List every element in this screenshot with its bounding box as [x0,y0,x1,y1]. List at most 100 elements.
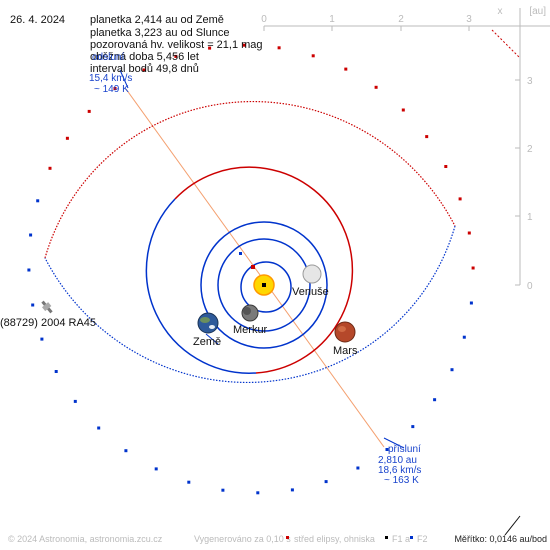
orbit-marker [113,87,117,90]
y-ticks [515,79,520,286]
legend-f2-swatch [410,536,413,539]
perihelion-pointer [383,437,405,449]
orbit-marker [174,54,178,58]
orbit-marker [54,370,58,373]
mars-planet [334,321,356,343]
scale: Měřítko: 0,0146 au/bod [454,534,547,544]
orbit-marker [290,488,294,492]
inner-marker [239,252,242,255]
mars-label: Mars [333,345,358,357]
x-axis-label: x [498,6,503,17]
perihelion-distance: 2,810 au [378,455,417,466]
generated-time: Vygenerováno za 0,10 s [194,534,291,544]
orbit-marker [324,480,328,484]
orbit-marker [142,68,146,72]
orbit-marker [154,467,158,471]
corner-line [504,515,521,536]
perihelion-speed: 18,6 km/s [378,465,421,476]
orbit-marker [97,426,101,430]
x-ticks [263,26,470,31]
orbit-marker [124,449,128,453]
orbit-marker [433,398,437,402]
venus-orbit [217,238,311,332]
orbit-marker [311,54,315,58]
perihelion-temperature: ~ 163 K [384,475,419,486]
orbit-marker [48,166,52,170]
x-tick-label: 3 [466,14,472,25]
copyright: © 2024 Astronomia, astronomia.zcu.cz [8,534,163,544]
y-tick-label: 3 [527,76,533,87]
venus-label: Venuše [292,286,329,298]
orbit-marker [40,337,44,341]
mercury-label: Merkur [233,324,268,336]
legend-center-swatch [286,536,289,539]
y-tick-label: 1 [527,212,533,223]
info-line: planetka 2,414 au od Země [90,14,224,26]
orbit-marker [221,488,225,492]
mars-orbit-blue [145,198,257,374]
x-tick-label: 1 [329,14,335,25]
asteroid-orbit-blue-segment [44,225,456,384]
orbit-marker [401,108,405,112]
aphelion-temperature: ~ 149 K [94,84,129,95]
mercury-orbit [240,261,292,313]
orbit-marker [242,43,246,47]
orbit-marker [385,448,389,451]
orbit-position-markers [27,43,475,495]
orbit-marker [462,335,466,339]
x-tick-label: 0 [261,14,267,25]
earth-orbit [200,221,328,349]
orbit-marker [469,301,473,305]
y-tick-label: 0 [527,281,533,292]
x-tick-label: 2 [398,14,404,25]
legend-f2: F2 [417,534,428,544]
orbit-marker [374,85,378,89]
legend-f1: F1 a [392,534,410,544]
orbit-marker [256,491,260,495]
orbit-marker [450,368,454,372]
legend-center: střed elipsy, ohniska [294,534,375,544]
orbit-marker [411,425,415,429]
info-line: planetka 3,223 au od Slunce [90,27,229,39]
orbit-marker [65,136,69,140]
unit-label: [au] [529,6,546,17]
asteroid-probe-icon [41,300,53,314]
legend-f1-swatch [385,536,388,539]
orbit-marker [27,268,31,272]
perihelion-label: přísluní [388,444,421,455]
orbit-marker [31,303,35,307]
earth-label: Země [193,336,221,348]
orbit-marker [187,480,191,484]
orbit-marker [425,135,429,139]
orbit-marker [277,46,281,50]
aphelion-speed: 15,4 km/s [89,73,132,84]
focus-marker [262,283,266,287]
mercury-shade [243,307,251,315]
orbit-marker [444,165,448,168]
orbit-marker [87,109,91,113]
asteroid-orbit-fragment [491,29,521,59]
asteroid-label: (88729) 2004 RA45 [0,317,96,329]
y-tick-label: 2 [527,144,533,155]
orbit-marker [471,266,475,270]
date: 26. 4. 2024 [10,14,65,26]
orbit-marker [356,466,360,470]
orbit-marker [36,199,40,203]
venus-planet [302,264,322,284]
orbit-marker [73,399,77,403]
asteroid-orbit-red-segment [44,100,456,259]
orbit-marker [344,67,348,71]
orbit-marker [208,46,212,50]
orbit-marker [29,233,33,237]
info-line: pozorovaná hv. velikost = 21,1 mag [90,39,263,51]
info-line: interval bodů 49,8 dnů [90,63,199,75]
info-line: oběžná doba 5,456 let [90,51,199,63]
earth-pointer [205,333,219,345]
orbit-marker [458,197,462,201]
orbit-marker [467,231,471,235]
mars-orbit-red [174,166,354,374]
earth-planet [197,312,219,334]
aphelion-label: odsluní [92,52,124,63]
aphelion-pointer [119,69,129,89]
